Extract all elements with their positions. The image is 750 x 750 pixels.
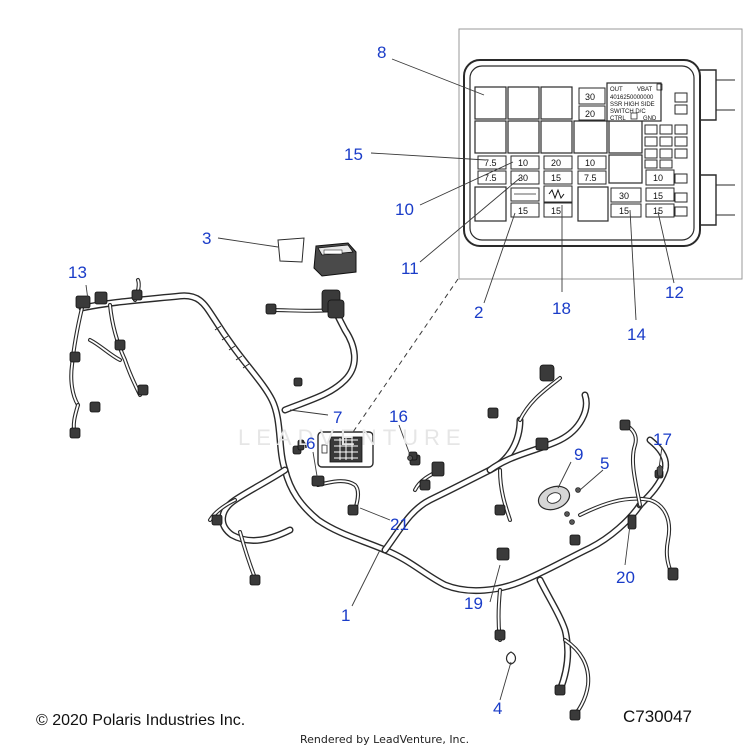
callout-12[interactable]: 12 xyxy=(665,283,684,302)
callout-13[interactable]: 13 xyxy=(68,263,87,282)
ssr-line1: SSR HIGH SIDE xyxy=(610,102,655,108)
fuse-box-inset: OUT VBAT 4016250000000 SSR HIGH SIDE SWI… xyxy=(458,28,743,280)
fuse-7-5c-label: 7.5 xyxy=(584,173,597,183)
ssr-line2: SWITCH D/C xyxy=(610,109,646,115)
diagram-id: C730047 xyxy=(623,707,693,726)
fuse-15c-label: 15 xyxy=(551,206,561,216)
leadventure-watermark: LEADVENTURE xyxy=(238,425,467,450)
fuse-20b-label: 20 xyxy=(551,158,561,168)
callout-19[interactable]: 19 xyxy=(464,594,483,613)
fuse-20a-label: 20 xyxy=(585,109,595,119)
main-leader-lines xyxy=(85,284,663,701)
inset-leader-lines xyxy=(352,58,675,433)
callout-9[interactable]: 9 xyxy=(574,445,584,464)
connectors xyxy=(69,289,679,721)
callout-21[interactable]: 21 xyxy=(390,515,409,534)
fuse-10b-label: 10 xyxy=(585,158,595,168)
callout-3[interactable]: 3 xyxy=(202,229,212,248)
ssr-gnd-label: GND xyxy=(643,116,657,122)
label-part-3 xyxy=(217,237,305,263)
callout-20[interactable]: 20 xyxy=(616,568,635,587)
fuse-7-5a-label: 7.5 xyxy=(484,158,497,168)
fuse-slot-column xyxy=(644,92,688,217)
callout-8[interactable]: 8 xyxy=(377,43,387,62)
mini-fuses-lower: 15 15 30 15 15 15 10 xyxy=(510,169,675,218)
rendered-by-text: Rendered by LeadVenture, Inc. xyxy=(300,733,470,746)
inset-dashed-pointer xyxy=(352,278,459,433)
callout-4[interactable]: 4 xyxy=(493,699,503,718)
main-harness xyxy=(69,278,674,720)
fuse-15b-label: 15 xyxy=(518,206,528,216)
callout-6[interactable]: 6 xyxy=(306,434,316,453)
fasteners xyxy=(297,440,664,665)
callout-1[interactable]: 1 xyxy=(341,606,351,625)
callout-2[interactable]: 2 xyxy=(474,303,484,322)
relay-sockets xyxy=(474,86,643,222)
ssr-vbat-label: VBAT xyxy=(637,87,653,93)
copyright-text: © 2020 Polaris Industries Inc. xyxy=(36,712,246,729)
fuse-15d-label: 15 xyxy=(619,206,629,216)
fuse-10a-label: 10 xyxy=(518,158,528,168)
fuse-box-part xyxy=(317,431,374,468)
fuse-15e-label: 15 xyxy=(653,191,663,201)
fuse-30b-label: 30 xyxy=(518,173,528,183)
callout-16[interactable]: 16 xyxy=(389,407,408,426)
ssr-ctrl-label: CTRL xyxy=(610,116,626,122)
fuse-15a-label: 15 xyxy=(551,173,561,183)
callout-17[interactable]: 17 xyxy=(653,430,672,449)
callout-10[interactable]: 10 xyxy=(395,200,414,219)
callout-14[interactable]: 14 xyxy=(627,325,646,344)
ssr-part xyxy=(313,242,357,277)
callout-5[interactable]: 5 xyxy=(600,454,610,473)
fuse-30c-label: 30 xyxy=(619,191,629,201)
grommet-part xyxy=(537,485,571,511)
fuse-10d-label: 10 xyxy=(653,173,663,183)
ssr-out-label: OUT xyxy=(610,87,623,93)
callout-18[interactable]: 18 xyxy=(552,299,571,318)
fuse-7-5b-label: 7.5 xyxy=(484,173,497,183)
fuse-30a-label: 30 xyxy=(585,92,595,102)
callout-11[interactable]: 11 xyxy=(401,259,419,278)
callout-7[interactable]: 7 xyxy=(333,408,343,427)
ssr-module: OUT VBAT 4016250000000 SSR HIGH SIDE SWI… xyxy=(606,82,663,122)
ssr-part-number: 4016250000000 xyxy=(610,95,654,101)
callout-15[interactable]: 15 xyxy=(344,145,363,164)
fuse-15f-label: 15 xyxy=(653,206,663,216)
maxi-fuses: 30 20 xyxy=(578,87,606,121)
mini-fuses-row-2: 7.5 30 15 7.5 xyxy=(477,170,607,185)
